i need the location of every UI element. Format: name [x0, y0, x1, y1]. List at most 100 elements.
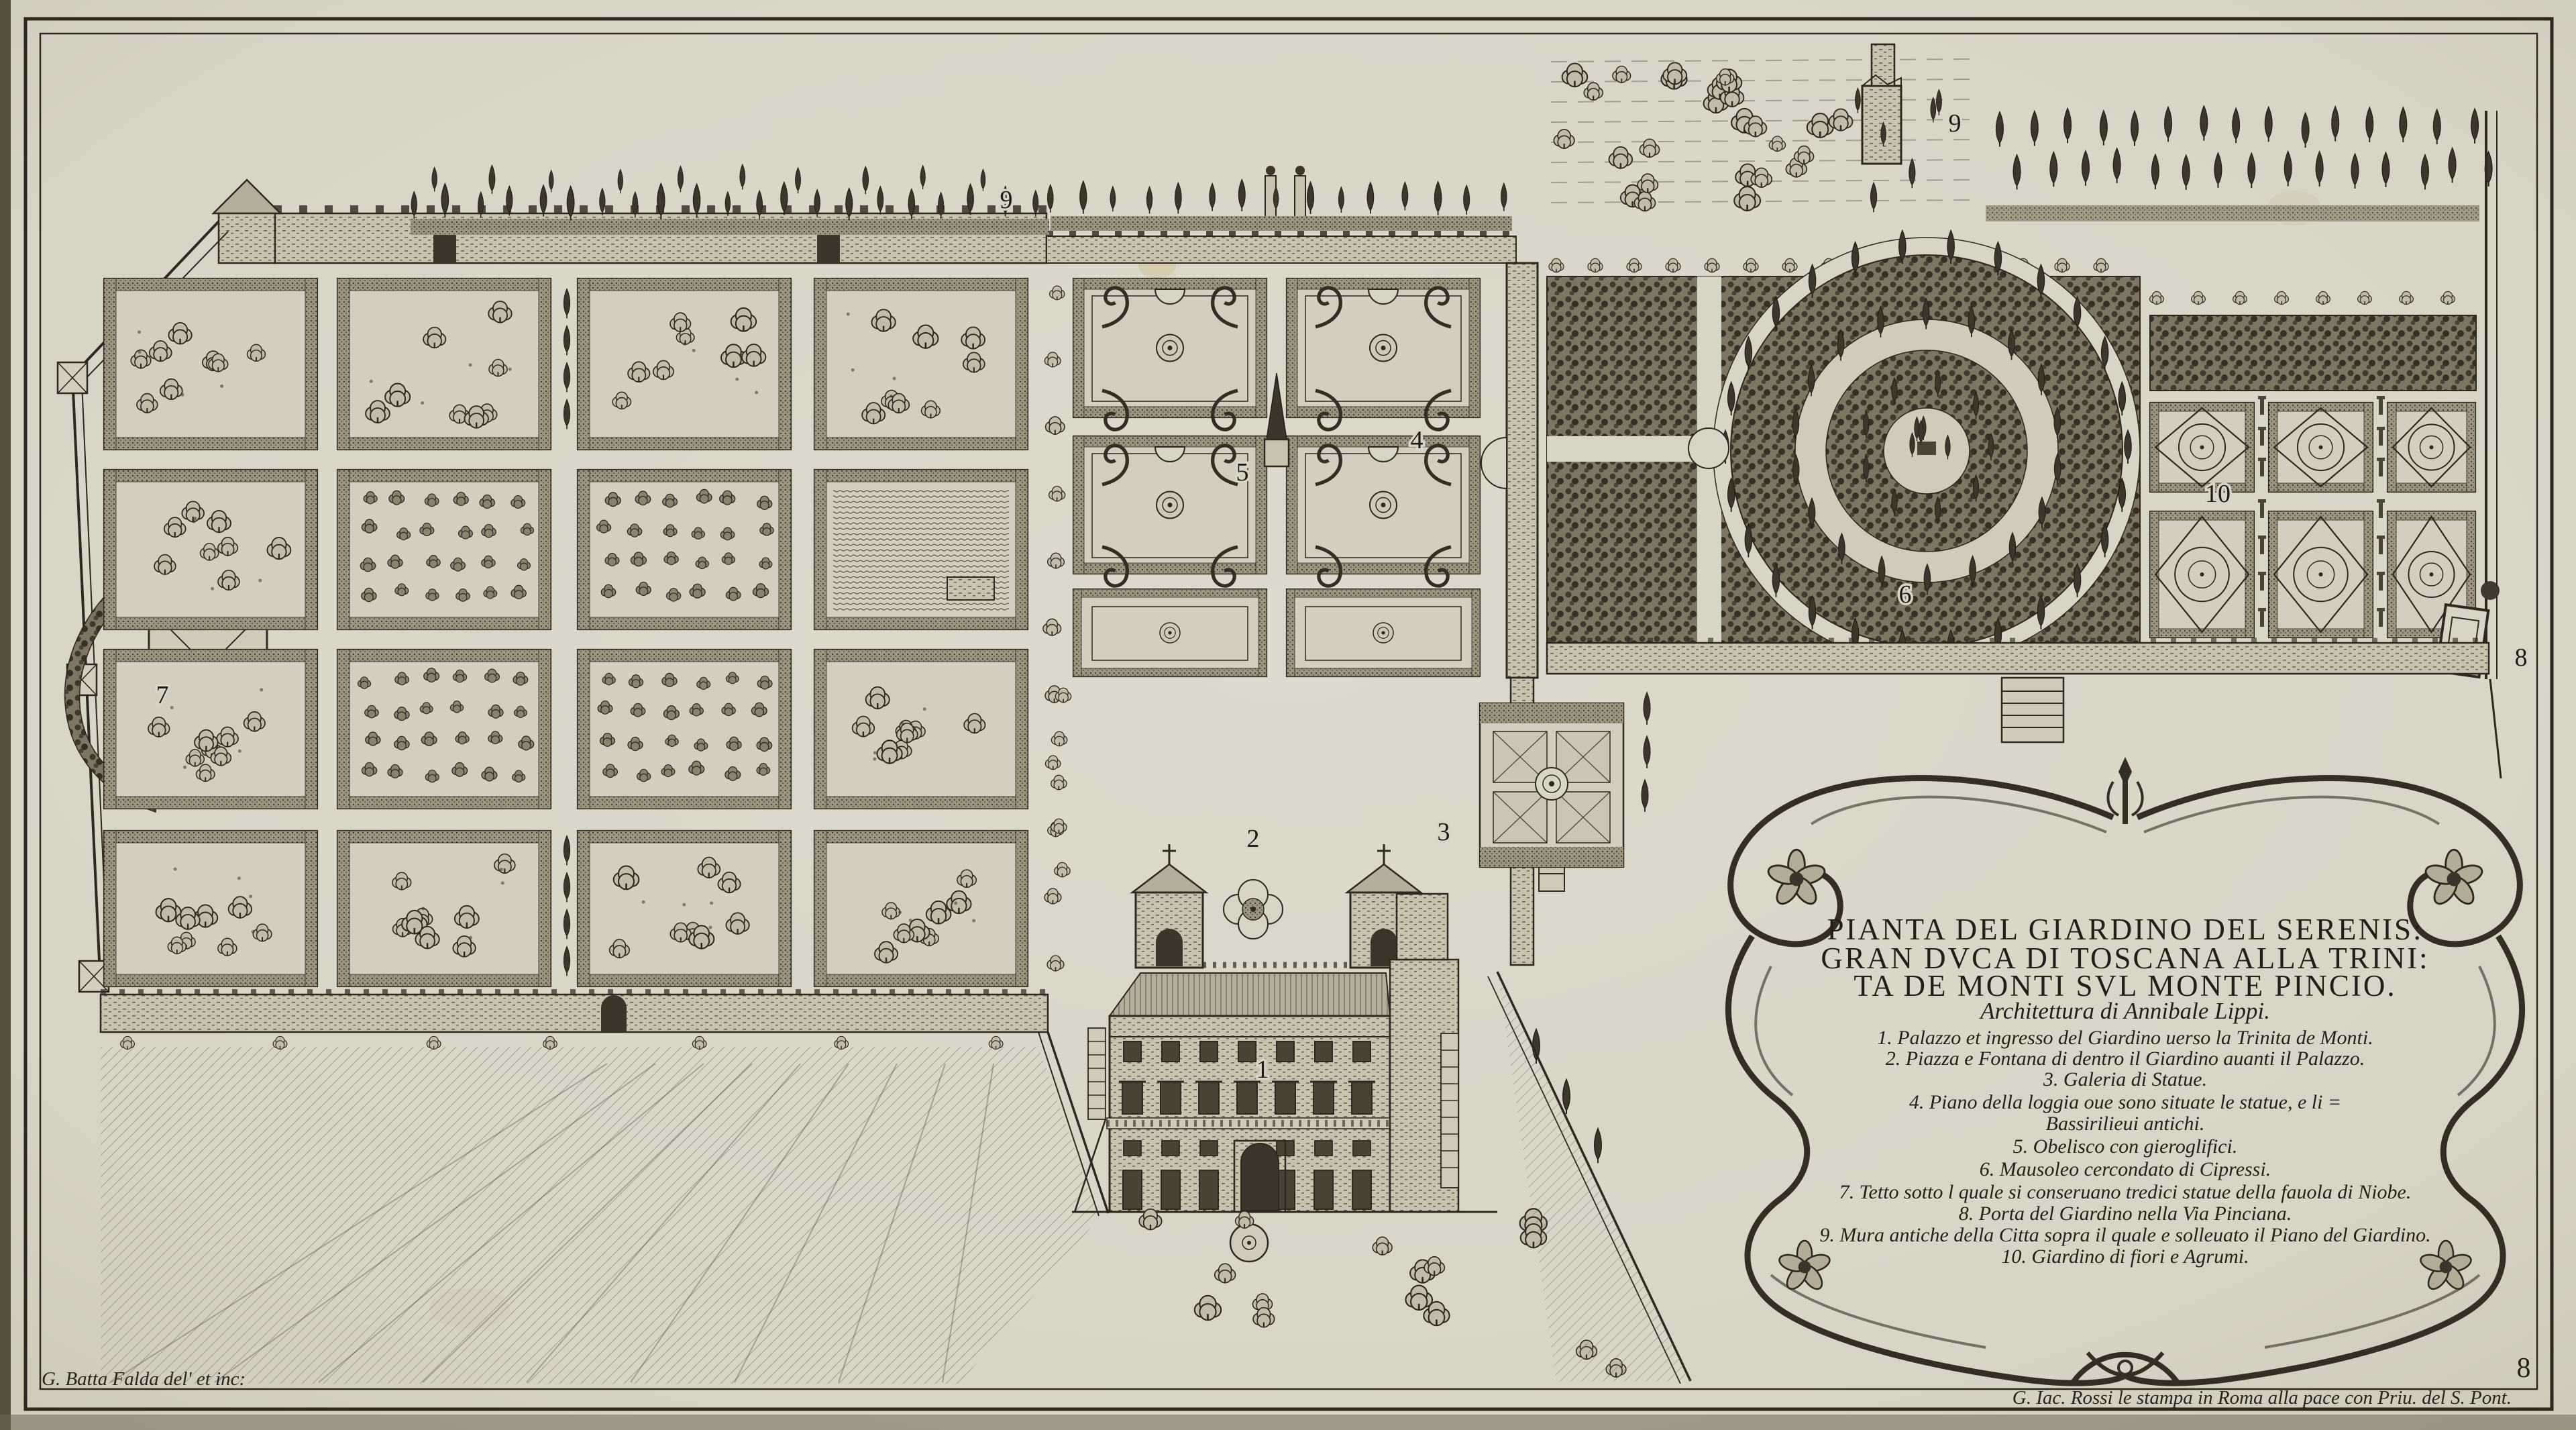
- garden-shed: [947, 576, 995, 601]
- palazzo-wing: [1389, 892, 1460, 1213]
- window: [1275, 1081, 1296, 1115]
- imprints: G. Batta Falda del' et inc: G. Iac. Ross…: [42, 1353, 2531, 1409]
- garden-square: [576, 829, 792, 988]
- garden-square: [813, 829, 1029, 988]
- garden-square: [813, 468, 1029, 631]
- garden-square: [103, 648, 319, 810]
- garden-square: [103, 277, 319, 451]
- side-stairs: [1440, 1033, 1459, 1188]
- map-number-label: 5: [1236, 458, 1249, 487]
- garden-square: [1072, 588, 1268, 678]
- wall-tower: [56, 361, 89, 395]
- garden-square: [103, 468, 319, 631]
- loggia-wall: [1481, 262, 1565, 966]
- terrace-steps: [2000, 676, 2065, 744]
- fountain-icon: [1156, 491, 1184, 519]
- plate-border: [23, 17, 2554, 1411]
- cartouche: PIANTA DEL GIARDINO DEL SERENIS: GRAN DV…: [1725, 757, 2522, 1384]
- small-parterre-garden: [1479, 702, 1625, 868]
- garden-square: [336, 277, 552, 451]
- garden-square: [1072, 277, 1268, 429]
- obelisk: [1263, 372, 1290, 468]
- walk-circle: [1688, 427, 1729, 469]
- garden-square: [2267, 510, 2374, 639]
- legend-line: 8. Porta del Giardino nella Via Pinciana…: [1959, 1203, 2292, 1225]
- garden-square: [813, 277, 1029, 451]
- garden-square: [1285, 588, 1481, 678]
- plate-number: 8: [2517, 1353, 2531, 1384]
- garden-square: [576, 648, 792, 810]
- fountain-icon: [1369, 334, 1397, 362]
- window: [1314, 1041, 1333, 1062]
- legend-line: 4. Piano della loggia oue sono situate l…: [1909, 1091, 2341, 1113]
- mausoleo-grove: [1713, 229, 2141, 665]
- window: [1122, 1081, 1143, 1115]
- garden-square: [1285, 277, 1481, 429]
- garden-square: [336, 829, 552, 988]
- mausoleo: [1917, 442, 1936, 455]
- window: [1123, 1140, 1142, 1156]
- central-parterres: [1072, 277, 1481, 678]
- garden-square: [813, 648, 1029, 810]
- belvedere-tower: [1130, 844, 1209, 969]
- garden-square: [2267, 401, 2374, 493]
- cartouche-knot: [2070, 1351, 2180, 1384]
- map-number-label: 6: [1899, 580, 1912, 609]
- fountain-icon: [1373, 622, 1394, 644]
- legend-line: 10. Giardino di fiori e Agrumi.: [2001, 1245, 2249, 1268]
- garden-square: [576, 277, 792, 451]
- window: [1160, 1081, 1181, 1115]
- legend-line: 6. Mausoleo cercondato di Cipressi.: [1980, 1158, 2271, 1180]
- map-number-label: 4: [1411, 426, 1424, 454]
- foreground-slope: [101, 1035, 1099, 1384]
- piazza-fountain: [1223, 879, 1283, 939]
- legend-line: Bassirilieui antichi.: [2046, 1113, 2205, 1135]
- plate-edge-shadow: [0, 1415, 2576, 1430]
- map-number-label: 10: [2205, 480, 2231, 508]
- left-garden-grid: [103, 277, 1029, 988]
- legend-line: 2. Piazza e Fontana di dentro il Giardin…: [1886, 1048, 2365, 1070]
- map-number-label: 9: [1949, 109, 1962, 138]
- map-number-label: 2: [1247, 825, 1260, 853]
- window: [1236, 1081, 1258, 1115]
- title-line-1: PIANTA DEL GIARDINO DEL SERENIS:: [1827, 913, 2423, 946]
- garden-square: [2149, 510, 2255, 639]
- legend-line: 9. Mura antiche della Citta sopra il qua…: [1819, 1224, 2430, 1246]
- garden-square: [1285, 435, 1481, 586]
- palazzo-roof: [1108, 972, 1391, 1017]
- garden-square: [336, 468, 552, 631]
- window: [1351, 1081, 1373, 1115]
- north-wall: [71, 164, 1517, 383]
- legend-line: 7. Tetto sotto l quale si conseruano tre…: [1839, 1181, 2412, 1203]
- window: [1123, 1041, 1142, 1062]
- ruin-tower: [1861, 43, 1902, 165]
- left-stairs: [1073, 1027, 1107, 1213]
- map-number-label: 7: [156, 681, 169, 709]
- palazzo: [1072, 844, 1497, 1213]
- legend-line: 3. Galeria di Statue.: [2043, 1068, 2207, 1090]
- south-terrace: [1479, 637, 2490, 868]
- south-retaining-wall: [99, 989, 1110, 1217]
- trellis-garden: [2149, 315, 2477, 639]
- map-number-label: 3: [1438, 818, 1450, 846]
- window: [1161, 1041, 1180, 1062]
- right-bosco: [1546, 229, 2456, 665]
- edge-fountain: [1154, 446, 1186, 462]
- cartouche-title: PIANTA DEL GIARDINO DEL SERENIS: GRAN DV…: [1821, 913, 2429, 1024]
- window: [1161, 1140, 1180, 1156]
- map-number-label: 9: [1000, 186, 1013, 214]
- window: [1161, 1170, 1181, 1210]
- title-subtitle: Architettura di Annibale Lippi.: [1979, 998, 2270, 1024]
- fountain-icon: [1369, 491, 1397, 519]
- fountain-icon: [1156, 334, 1184, 362]
- window: [1122, 1170, 1142, 1210]
- garden-square: [103, 829, 319, 988]
- window: [1352, 1140, 1371, 1156]
- window: [1198, 1081, 1220, 1115]
- garden-gate-pillars: [1265, 166, 1306, 223]
- edge-fountain: [1154, 289, 1186, 305]
- garden-map: [56, 43, 2502, 1384]
- title-line-2: GRAN DVCA DI TOSCANA ALLA TRINI:: [1821, 941, 2429, 975]
- hill-with-ruins: [1550, 43, 2493, 221]
